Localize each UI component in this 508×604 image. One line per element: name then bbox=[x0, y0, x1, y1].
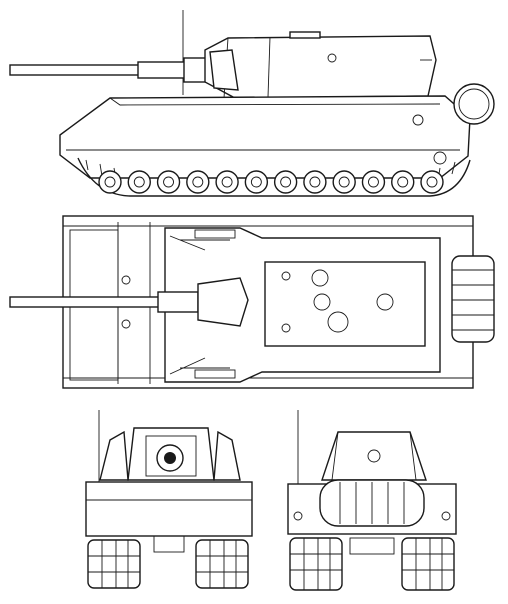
rear-view bbox=[287, 410, 457, 591]
road-wheel bbox=[215, 170, 239, 194]
front-view bbox=[85, 410, 253, 589]
top-gun-barrel bbox=[9, 277, 249, 327]
side-view bbox=[9, 10, 495, 197]
road-wheel bbox=[273, 170, 298, 194]
road-wheel-hub bbox=[192, 176, 204, 188]
side-turret bbox=[204, 31, 437, 99]
top-engine-deck bbox=[264, 261, 426, 347]
side-hull bbox=[59, 95, 471, 179]
road-wheel bbox=[332, 170, 356, 194]
road-wheel bbox=[127, 170, 151, 194]
rear-track-right bbox=[401, 537, 455, 591]
road-wheel-hub bbox=[221, 176, 233, 188]
side-gun-barrel bbox=[9, 57, 207, 83]
road-wheel-hub bbox=[250, 176, 262, 188]
road-wheel-hub bbox=[280, 176, 292, 188]
front-gun-muzzle bbox=[164, 452, 176, 464]
road-wheel bbox=[186, 170, 210, 194]
top-view bbox=[9, 215, 495, 389]
road-wheel-hub bbox=[426, 176, 438, 188]
front-track-left bbox=[87, 539, 141, 589]
road-wheel bbox=[420, 170, 444, 194]
road-wheel-hub bbox=[397, 176, 409, 188]
road-wheel-hub bbox=[368, 176, 379, 188]
side-fuel-drum bbox=[453, 83, 495, 125]
top-fuel-drum bbox=[451, 255, 495, 343]
side-road-wheels bbox=[98, 170, 444, 194]
road-wheel-hub bbox=[104, 176, 116, 188]
road-wheel bbox=[361, 170, 386, 194]
road-wheel bbox=[156, 170, 181, 194]
rear-fuel-drum bbox=[319, 479, 425, 527]
road-wheel-hub bbox=[309, 176, 321, 188]
front-hull bbox=[85, 481, 253, 537]
road-wheel bbox=[244, 170, 269, 194]
rear-track-left bbox=[289, 537, 343, 591]
road-wheel bbox=[303, 170, 327, 194]
front-track-right bbox=[195, 539, 249, 589]
road-wheel bbox=[98, 170, 122, 194]
road-wheel-hub bbox=[133, 176, 145, 188]
rear-turret bbox=[321, 431, 427, 481]
road-wheel-hub bbox=[163, 176, 174, 188]
road-wheel bbox=[391, 170, 415, 194]
road-wheel-hub bbox=[338, 176, 350, 188]
